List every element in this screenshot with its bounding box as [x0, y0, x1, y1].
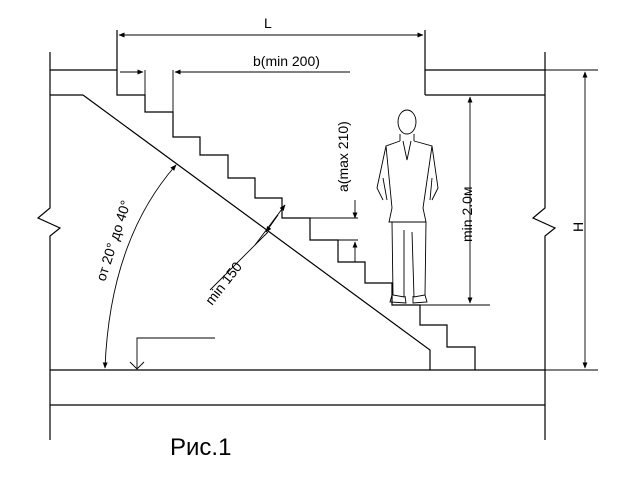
- h-dimension: H: [545, 69, 598, 371]
- headroom-dimension: min 2.0м: [420, 94, 490, 306]
- figure-caption: Рис.1: [170, 434, 231, 461]
- b-label: b(min 200): [253, 53, 320, 69]
- floor-level-mark: [129, 337, 215, 370]
- a-dimension: a(max 210): [310, 121, 358, 262]
- person-figure: [376, 109, 439, 304]
- l-dimension: L: [118, 15, 424, 38]
- a-label: a(max 210): [335, 121, 351, 192]
- clearance-label: min 150: [202, 259, 245, 308]
- h-label: H: [570, 222, 586, 232]
- stair-steps: [82, 70, 476, 370]
- clearance-dimension: min 150: [202, 204, 286, 308]
- l-label: L: [264, 15, 272, 31]
- b-dimension: b(min 200): [120, 53, 350, 112]
- angle-label: от 20° до 40°: [93, 198, 134, 283]
- headroom-label: min 2.0м: [459, 186, 475, 242]
